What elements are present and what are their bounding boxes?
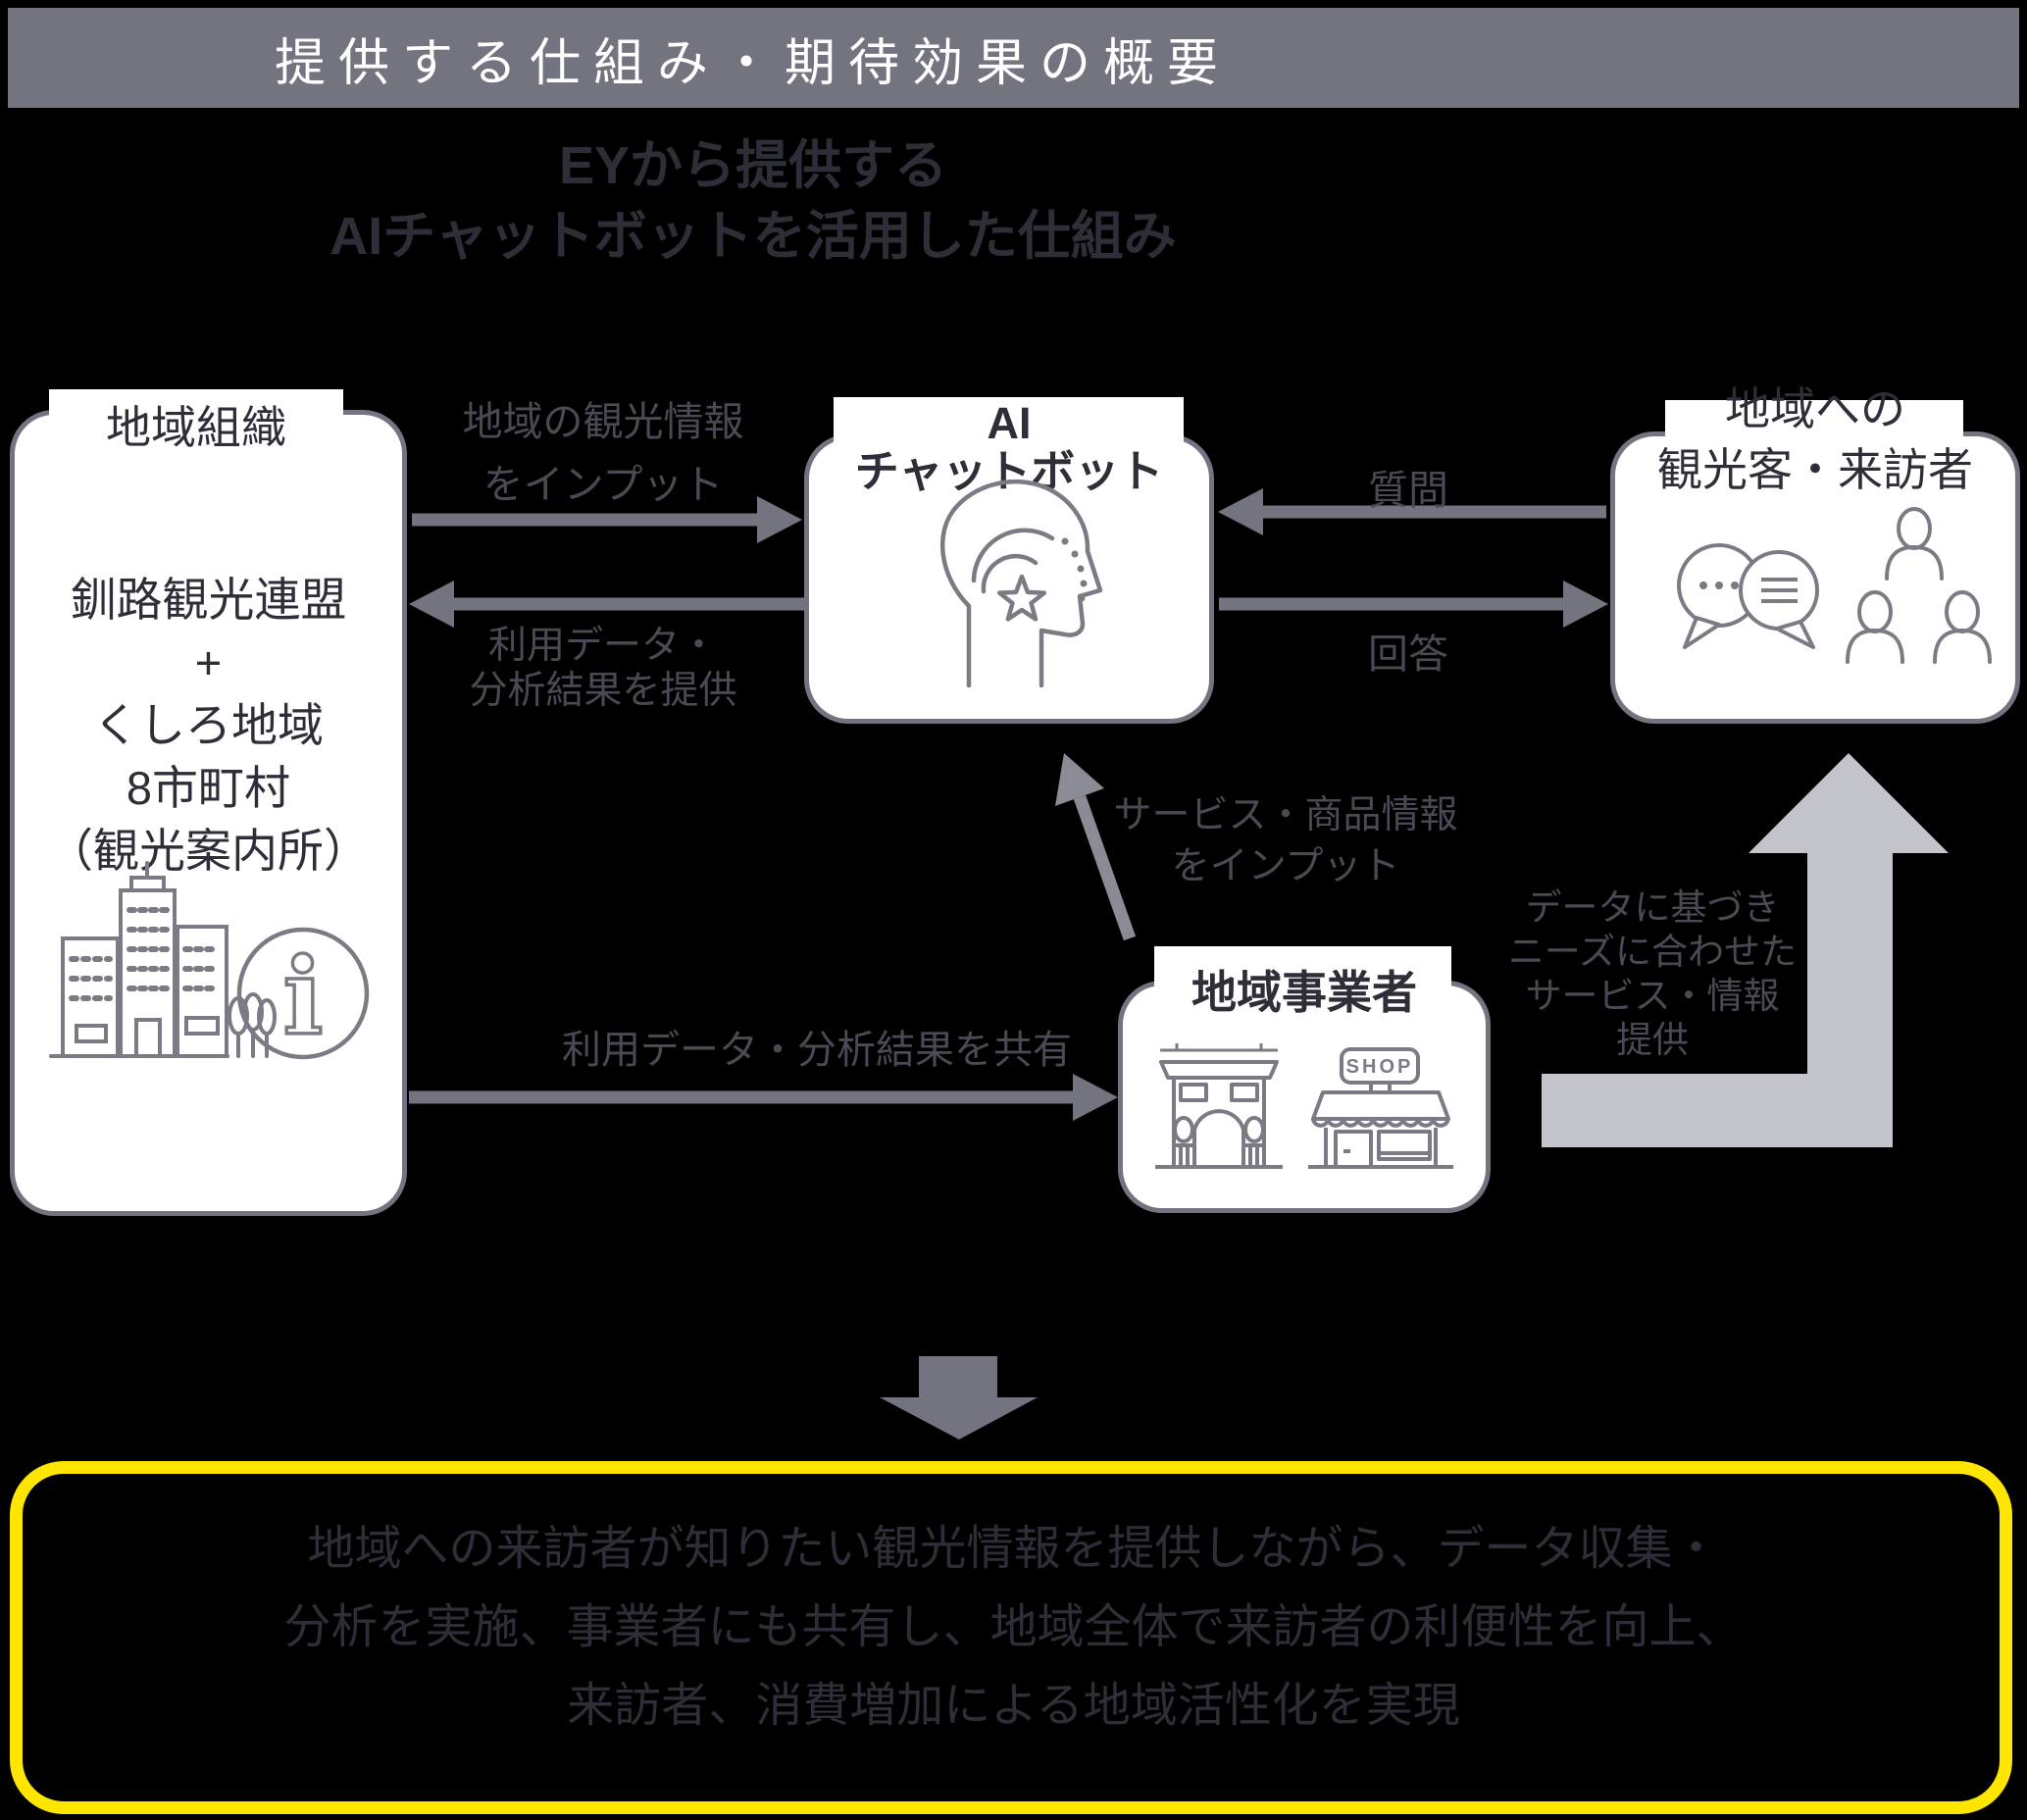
flow-input-service-line2: をインプット — [1171, 845, 1400, 887]
flow-provide-data-line2: 分析結果を提供 — [469, 670, 737, 712]
flow-input-tourism-line2: をインプット — [482, 462, 724, 507]
tab-label-local-business: 地域事業者 — [1191, 967, 1417, 1018]
subtitle-line2: AIチャットボットを活用した仕組み — [329, 207, 1177, 266]
svg-text:i: i — [282, 935, 323, 1059]
flow-input-service-line1: サービス・商品情報 — [1113, 794, 1458, 836]
regional-org-members: 釧路観光連盟 + くしろ地域 8市町村 （観光案内所） — [10, 569, 407, 883]
tab-local-business — [1154, 946, 1451, 1017]
chat-bubbles-icon — [1677, 543, 1819, 649]
arrow-share-data — [409, 1074, 1118, 1121]
shop-icon: SHOP — [1308, 1047, 1453, 1169]
buildings-icon — [49, 861, 277, 1058]
flow-label-answer: 回答 — [1368, 632, 1448, 677]
regional-line2: + — [194, 636, 223, 688]
arrow-question — [1218, 488, 1606, 535]
tab-label-ai-chatbot: AI チャットボット — [804, 399, 1214, 495]
flow-provide-service-line2: ニーズに合わせた — [1507, 932, 1798, 972]
flow-label-question: 質問 — [1368, 468, 1448, 513]
flow-provide-service-line1: データに基づき — [1525, 887, 1780, 928]
tab-ai-chatbot — [834, 397, 1184, 490]
visitors-tab-line2: 観光客・来訪者 — [1657, 444, 1973, 495]
regional-line1: 釧路観光連盟 — [70, 574, 347, 626]
arch-icon — [1155, 1043, 1283, 1169]
summary-text: 地域への来訪者が知りたい観光情報を提供しながら、データ収集・ 分析を実施、事業者… — [29, 1510, 1998, 1745]
ai-tab-line2: チャットボット — [854, 446, 1164, 496]
header-bar — [8, 8, 2019, 108]
summary-box — [10, 1461, 2012, 1814]
subtitle-line1: EYから提供する — [558, 136, 948, 195]
ai-head-icon — [939, 479, 1103, 688]
page-title: 提供する仕組み・期待効果の概要 — [275, 35, 1232, 92]
tab-regional-org — [49, 389, 343, 453]
arrow-input-tourism — [412, 496, 802, 543]
tab-visitors — [1665, 400, 1963, 483]
flow-provide-service-line4: 提供 — [1616, 1020, 1689, 1060]
summary-line1: 地域への来訪者が知りたい観光情報を提供しながら、データ収集・ — [307, 1523, 1720, 1575]
flow-label-share-data: 利用データ・分析結果を共有 — [562, 1029, 1072, 1072]
big-down-arrow — [880, 1356, 1038, 1440]
flow-provide-service-line3: サービス・情報 — [1525, 976, 1780, 1016]
arrow-provide-service — [1542, 753, 1949, 1147]
subtitle: EYから提供する AIチャットボットを活用した仕組み — [0, 130, 1506, 272]
summary-line2: 分析を実施、事業者にも共有し、地域全体で来訪者の利便性を向上、 — [283, 1601, 1744, 1653]
flow-label-provide-data: 利用データ・ 分析結果を提供 — [441, 624, 765, 714]
flow-label-provide-service: データに基づき ニーズに合わせた サービス・情報 提供 — [1505, 885, 1799, 1062]
info-icon: i — [236, 927, 370, 1061]
summary-line3: 来訪者、消費増加による地域活性化を実現 — [567, 1680, 1460, 1732]
tab-label-regional-org: 地域組織 — [106, 402, 286, 453]
regional-line4: 8市町村 — [126, 762, 291, 814]
flow-label-input-tourism: 地域の観光情報 をインプット — [446, 390, 760, 516]
flow-provide-data-line1: 利用データ・ — [487, 625, 718, 667]
flow-label-input-service: サービス・商品情報 をインプット — [1099, 790, 1472, 892]
shop-sign-text: SHOP — [1346, 1056, 1414, 1078]
people-icon — [1846, 507, 1992, 664]
visitors-tab-line1: 地域への — [1725, 383, 1905, 434]
tab-label-visitors: 地域への 観光客・来訪者 — [1610, 379, 2020, 500]
regional-line3: くしろ地域 — [93, 699, 324, 751]
arrow-answer — [1219, 581, 1608, 628]
flow-input-tourism-line1: 地域の観光情報 — [462, 399, 744, 444]
regional-line5: （観光案内所） — [47, 825, 370, 877]
ai-tab-line1: AI — [987, 398, 1032, 448]
arrow-input-service — [1055, 753, 1137, 941]
